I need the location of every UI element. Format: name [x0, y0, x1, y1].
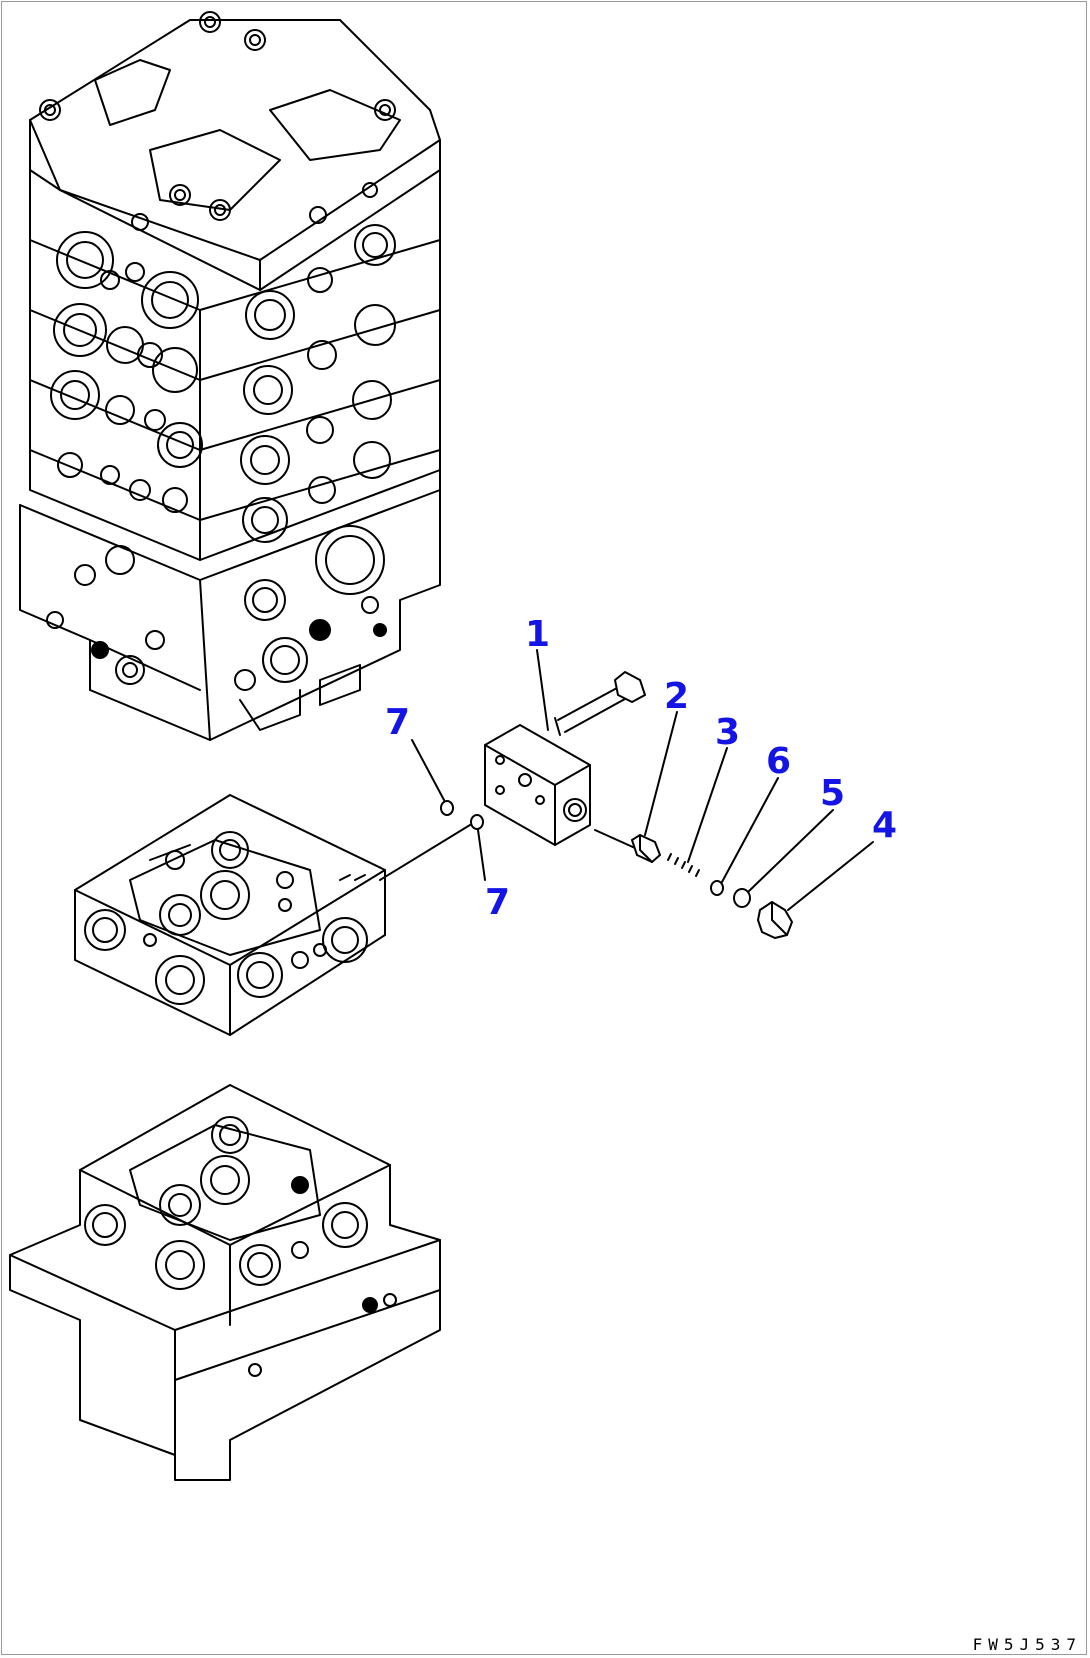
cover-block: [485, 725, 590, 845]
callout-5: 5: [820, 773, 846, 814]
callout-1: 1: [525, 614, 551, 655]
valve-section-middle: [75, 795, 385, 1035]
o-ring-lower: [471, 815, 483, 829]
o-ring-5: [734, 889, 750, 907]
callout-3: 3: [715, 712, 741, 753]
poppet: [632, 835, 660, 862]
spring: [668, 854, 699, 876]
callout-2: 2: [664, 676, 690, 717]
drawing-code: FW5J537: [972, 1635, 1082, 1654]
plug: [758, 902, 792, 938]
leader-7a: [412, 740, 444, 800]
leader-1: [537, 650, 548, 730]
leader-5: [748, 810, 833, 892]
leader-4: [788, 842, 873, 910]
callout-4: 4: [872, 805, 898, 846]
leader-2: [645, 712, 677, 835]
ring-6: [711, 881, 723, 895]
o-ring-axis-line: [380, 825, 470, 880]
control-valve-stack: [20, 12, 440, 740]
leader-3: [688, 748, 727, 862]
valve-section-bottom: [10, 1085, 440, 1480]
assembly-axis-line: [595, 830, 635, 848]
o-ring-upper: [441, 801, 453, 815]
bolt: [555, 672, 645, 735]
callout-6: 6: [766, 741, 792, 782]
leader-7b: [478, 830, 485, 880]
callout-7-lower: 7: [485, 882, 511, 923]
callout-7-upper: 7: [385, 702, 411, 743]
leader-6: [722, 778, 778, 882]
